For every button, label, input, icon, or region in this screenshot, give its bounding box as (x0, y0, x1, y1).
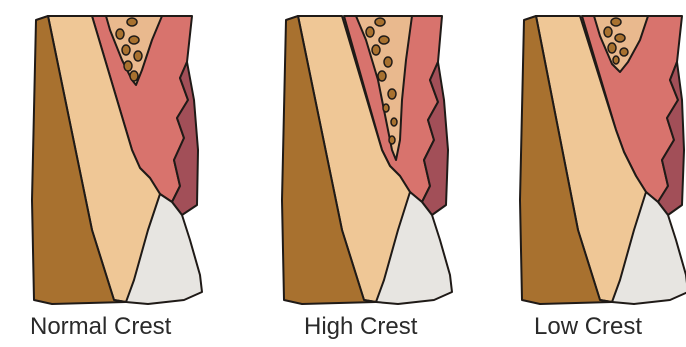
caption-high-crest: High Crest (304, 312, 417, 342)
panel-low-crest: Low Crest (512, 0, 686, 347)
low-crest-diagram (512, 0, 686, 320)
panel-high-crest: High Crest (274, 0, 474, 347)
panel-normal-crest: Normal Crest (22, 0, 222, 347)
caption-normal-crest: Normal Crest (30, 312, 171, 342)
high-crest-diagram (274, 0, 474, 320)
caption-low-crest: Low Crest (534, 312, 642, 342)
normal-crest-diagram (22, 0, 222, 320)
